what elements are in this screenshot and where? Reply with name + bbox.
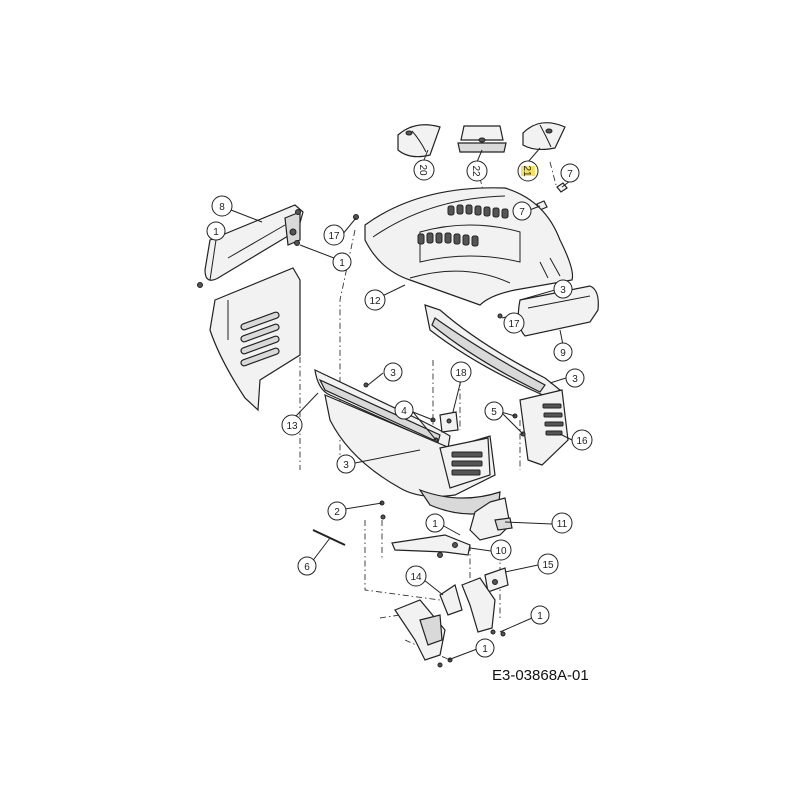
callout-1e: 1 bbox=[475, 638, 495, 658]
callout-15-label: 15 bbox=[542, 560, 554, 571]
callout-17a-label: 17 bbox=[328, 231, 340, 242]
callout-11: 11 bbox=[551, 512, 573, 534]
callout-14-label: 14 bbox=[410, 572, 422, 583]
callout-18: 18 bbox=[450, 361, 472, 383]
part-16-right-front-panel bbox=[519, 389, 569, 466]
callout-12: 12 bbox=[364, 289, 386, 311]
callout-18-label: 18 bbox=[455, 368, 467, 379]
callout-1d-label: 1 bbox=[537, 611, 543, 622]
callout-14: 14 bbox=[405, 565, 427, 587]
callout-22-label: 22 bbox=[470, 165, 481, 177]
callout-10: 10 bbox=[490, 539, 512, 561]
drawing-code: E3-03868A-01 bbox=[492, 667, 589, 684]
callout-2: 2 bbox=[327, 501, 347, 521]
callout-2-label: 2 bbox=[334, 507, 340, 518]
callout-16: 16 bbox=[571, 429, 593, 451]
part-18-bracket bbox=[439, 411, 459, 433]
callout-10-label: 10 bbox=[495, 546, 507, 557]
callout-3a-label: 3 bbox=[560, 285, 566, 296]
part-10-hinge-bracket bbox=[391, 534, 471, 558]
callout-1c-label: 1 bbox=[432, 519, 438, 530]
part-21-grille-cap-right bbox=[522, 122, 566, 151]
callout-1d: 1 bbox=[530, 605, 550, 625]
part-11-support-bracket bbox=[469, 497, 513, 541]
callout-1a-label: 1 bbox=[213, 227, 219, 238]
callout-3c-label: 3 bbox=[390, 368, 396, 379]
callout-4: 4 bbox=[394, 400, 414, 420]
part-8-side-bracket bbox=[204, 204, 304, 281]
callout-4-label: 4 bbox=[401, 406, 407, 417]
callout-17a: 17 bbox=[323, 224, 345, 246]
part-15-hinge bbox=[461, 567, 509, 633]
callout-12-label: 12 bbox=[369, 296, 381, 307]
part-22-center-bracket bbox=[457, 125, 507, 153]
callout-5: 5 bbox=[484, 401, 504, 421]
side-panel-slots bbox=[240, 311, 280, 367]
part-20-grille-cap-left bbox=[397, 124, 441, 158]
callout-13: 13 bbox=[281, 414, 303, 436]
callout-3b-label: 3 bbox=[572, 374, 578, 385]
callout-11-label: 11 bbox=[557, 519, 568, 530]
part-14-hinge-plate bbox=[394, 584, 463, 661]
callout-16-label: 16 bbox=[576, 436, 588, 447]
callout-7b-label: 7 bbox=[519, 207, 525, 218]
callout-6-label: 6 bbox=[304, 562, 310, 573]
callout-6: 6 bbox=[297, 556, 317, 576]
hood-vent-slots bbox=[417, 204, 509, 247]
callout-8: 8 bbox=[211, 195, 233, 217]
callout-1e-label: 1 bbox=[482, 644, 488, 655]
callout-13-label: 13 bbox=[286, 421, 298, 432]
callout-1a: 1 bbox=[206, 221, 226, 241]
callout-3a: 3 bbox=[553, 279, 573, 299]
callout-17b: 17 bbox=[503, 312, 525, 334]
callout-leader-lines bbox=[209, 147, 573, 661]
callout-17b-label: 17 bbox=[508, 319, 520, 330]
callout-20-label: 20 bbox=[417, 164, 428, 176]
callout-1b-label: 1 bbox=[339, 258, 345, 269]
callout-21: 21 bbox=[517, 160, 539, 182]
callout-20: 20 bbox=[413, 159, 435, 181]
callout-3b: 3 bbox=[565, 368, 585, 388]
callout-7a: 7 bbox=[560, 163, 580, 183]
part-13-left-lower-shroud bbox=[314, 368, 451, 449]
callout-3d-label: 3 bbox=[343, 460, 349, 471]
callout-9: 9 bbox=[553, 342, 573, 362]
callout-7a-label: 7 bbox=[567, 169, 573, 180]
callout-8-label: 8 bbox=[219, 202, 225, 213]
callout-22: 22 bbox=[466, 160, 488, 182]
left-engine-side-panel bbox=[209, 267, 301, 412]
callout-5-label: 5 bbox=[491, 407, 497, 418]
callout-3d: 3 bbox=[336, 454, 356, 474]
callout-1c: 1 bbox=[425, 513, 445, 533]
callout-1b: 1 bbox=[332, 252, 352, 272]
part-6-rod bbox=[312, 529, 346, 546]
callout-15: 15 bbox=[537, 553, 559, 575]
callout-3c: 3 bbox=[383, 362, 403, 382]
callout-21-label: 21 bbox=[521, 165, 532, 177]
callout-7b: 7 bbox=[512, 201, 532, 221]
callout-9-label: 9 bbox=[560, 348, 566, 359]
